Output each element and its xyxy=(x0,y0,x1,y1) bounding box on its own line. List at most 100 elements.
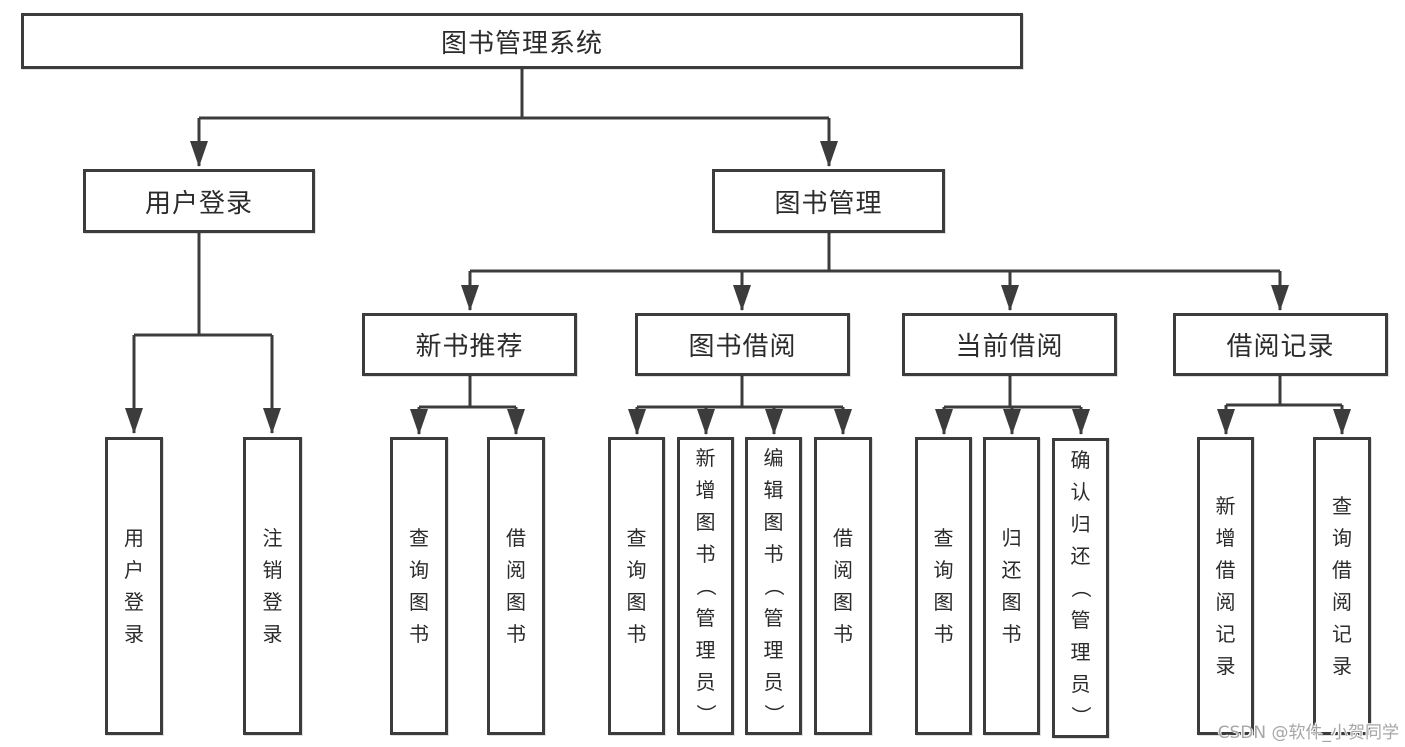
leaf-bb-edit-books-admin: 编辑图书 （ 管理员 ） xyxy=(745,437,802,735)
vertical-char: 录 xyxy=(1215,654,1236,678)
vertical-char: 户 xyxy=(124,558,144,582)
vertical-char: 管 xyxy=(763,606,784,630)
vertical-char: 借 xyxy=(1332,558,1352,582)
leaf-bb-borrow-books: 借阅图书 xyxy=(814,437,872,735)
vertical-char: 阅 xyxy=(833,558,853,582)
vertical-char: 记 xyxy=(1215,622,1236,646)
vertical-char: 新 xyxy=(695,446,716,470)
leaf-bb-query-books: 查询图书 xyxy=(608,437,665,735)
connector-book-mgmt-trunk xyxy=(470,233,1280,273)
vertical-char: 员 xyxy=(1070,672,1091,696)
vertical-char: 归 xyxy=(1070,512,1091,536)
vertical-char: （ xyxy=(693,576,718,596)
vertical-char: 增 xyxy=(695,478,716,502)
vertical-char: 认 xyxy=(1070,480,1091,504)
vertical-char: 录 xyxy=(1332,654,1352,678)
vertical-char: 新 xyxy=(1215,494,1236,518)
node-user-login: 用户登录 xyxy=(83,169,315,233)
vertical-char: 书 xyxy=(1001,622,1022,646)
node-new-book-recommend: 新书推荐 xyxy=(362,313,577,376)
vertical-char: 书 xyxy=(933,622,954,646)
vertical-char: 还 xyxy=(1001,558,1022,582)
vertical-char: 查 xyxy=(933,526,954,550)
vertical-char: 销 xyxy=(262,558,283,582)
vertical-char: 图 xyxy=(626,590,647,614)
vertical-char: 录 xyxy=(124,622,144,646)
leaf-user-login: 用户登录 xyxy=(105,437,163,735)
vertical-char: 理 xyxy=(763,638,784,662)
vertical-char: 员 xyxy=(763,670,784,694)
vertical-char: 理 xyxy=(1070,640,1091,664)
vertical-char: 阅 xyxy=(506,558,526,582)
node-root-system: 图书管理系统 xyxy=(21,13,1023,69)
vertical-char: 员 xyxy=(695,670,716,694)
vertical-char: 阅 xyxy=(1332,590,1352,614)
vertical-char: 书 xyxy=(409,622,429,646)
vertical-char: 借 xyxy=(506,526,526,550)
vertical-char: 辑 xyxy=(763,478,784,502)
vertical-char: 书 xyxy=(763,542,784,566)
connector-borrow-records-trunk xyxy=(1226,376,1342,407)
vertical-char: 询 xyxy=(409,558,429,582)
vertical-char: 书 xyxy=(833,622,853,646)
vertical-char: 增 xyxy=(1215,526,1236,550)
vertical-char: 阅 xyxy=(1215,590,1236,614)
vertical-char: 书 xyxy=(626,622,647,646)
connector-user-login-trunk xyxy=(134,233,272,337)
vertical-char: 编 xyxy=(763,446,784,470)
vertical-char: （ xyxy=(761,576,786,596)
connector-current-borrow-trunk xyxy=(944,376,1081,409)
vertical-char: 录 xyxy=(262,622,283,646)
vertical-char: 查 xyxy=(1332,494,1352,518)
vertical-char: 查 xyxy=(409,526,429,550)
leaf-nb-borrow-books: 借阅图书 xyxy=(487,437,545,735)
node-book-borrowing: 图书借阅 xyxy=(635,313,850,376)
vertical-char: 书 xyxy=(506,622,526,646)
vertical-char: （ xyxy=(1068,578,1093,598)
leaf-nb-query-books: 查询图书 xyxy=(390,437,448,735)
csdn-watermark: CSDN @软件_小贺同学 xyxy=(1217,723,1399,743)
vertical-char: 确 xyxy=(1070,448,1091,472)
node-current-borrowing: 当前借阅 xyxy=(902,313,1117,376)
leaf-br-add-record: 新增借阅记录 xyxy=(1197,437,1254,735)
vertical-char: 询 xyxy=(933,558,954,582)
vertical-char: 管 xyxy=(695,606,716,630)
vertical-char: ） xyxy=(1068,706,1093,726)
leaf-logout: 注销登录 xyxy=(243,437,302,735)
vertical-char: 书 xyxy=(695,542,716,566)
vertical-char: 借 xyxy=(833,526,853,550)
vertical-char: 图 xyxy=(1001,590,1022,614)
connector-new-book-trunk xyxy=(419,376,516,409)
leaf-cb-return-books: 归还图书 xyxy=(983,437,1040,735)
vertical-char: 查 xyxy=(626,526,647,550)
connector-root-trunk xyxy=(199,68,829,120)
vertical-char: 借 xyxy=(1215,558,1236,582)
vertical-char: 图 xyxy=(763,510,784,534)
vertical-char: 图 xyxy=(933,590,954,614)
vertical-char: 登 xyxy=(124,590,144,614)
vertical-char: 用 xyxy=(124,526,144,550)
vertical-char: 询 xyxy=(1332,526,1352,550)
leaf-cb-query-books: 查询图书 xyxy=(915,437,972,735)
vertical-char: ） xyxy=(693,704,718,724)
vertical-char: 管 xyxy=(1070,608,1091,632)
vertical-char: 理 xyxy=(695,638,716,662)
connector-book-borrow-trunk xyxy=(637,376,843,409)
vertical-char: 询 xyxy=(626,558,647,582)
node-borrowing-records: 借阅记录 xyxy=(1173,313,1388,376)
vertical-char: 图 xyxy=(695,510,716,534)
leaf-bb-add-books-admin: 新增图书 （ 管理员 ） xyxy=(677,437,734,735)
vertical-char: ） xyxy=(761,704,786,724)
vertical-char: 归 xyxy=(1001,526,1022,550)
leaf-cb-confirm-return-admin: 确认归还 （ 管理员 ） xyxy=(1052,438,1109,738)
vertical-char: 还 xyxy=(1070,544,1091,568)
vertical-char: 图 xyxy=(506,590,526,614)
vertical-char: 图 xyxy=(833,590,853,614)
leaf-br-query-record: 查询借阅记录 xyxy=(1313,437,1371,735)
vertical-char: 图 xyxy=(409,590,429,614)
vertical-char: 记 xyxy=(1332,622,1352,646)
vertical-char: 注 xyxy=(262,526,283,550)
vertical-char: 登 xyxy=(262,590,283,614)
